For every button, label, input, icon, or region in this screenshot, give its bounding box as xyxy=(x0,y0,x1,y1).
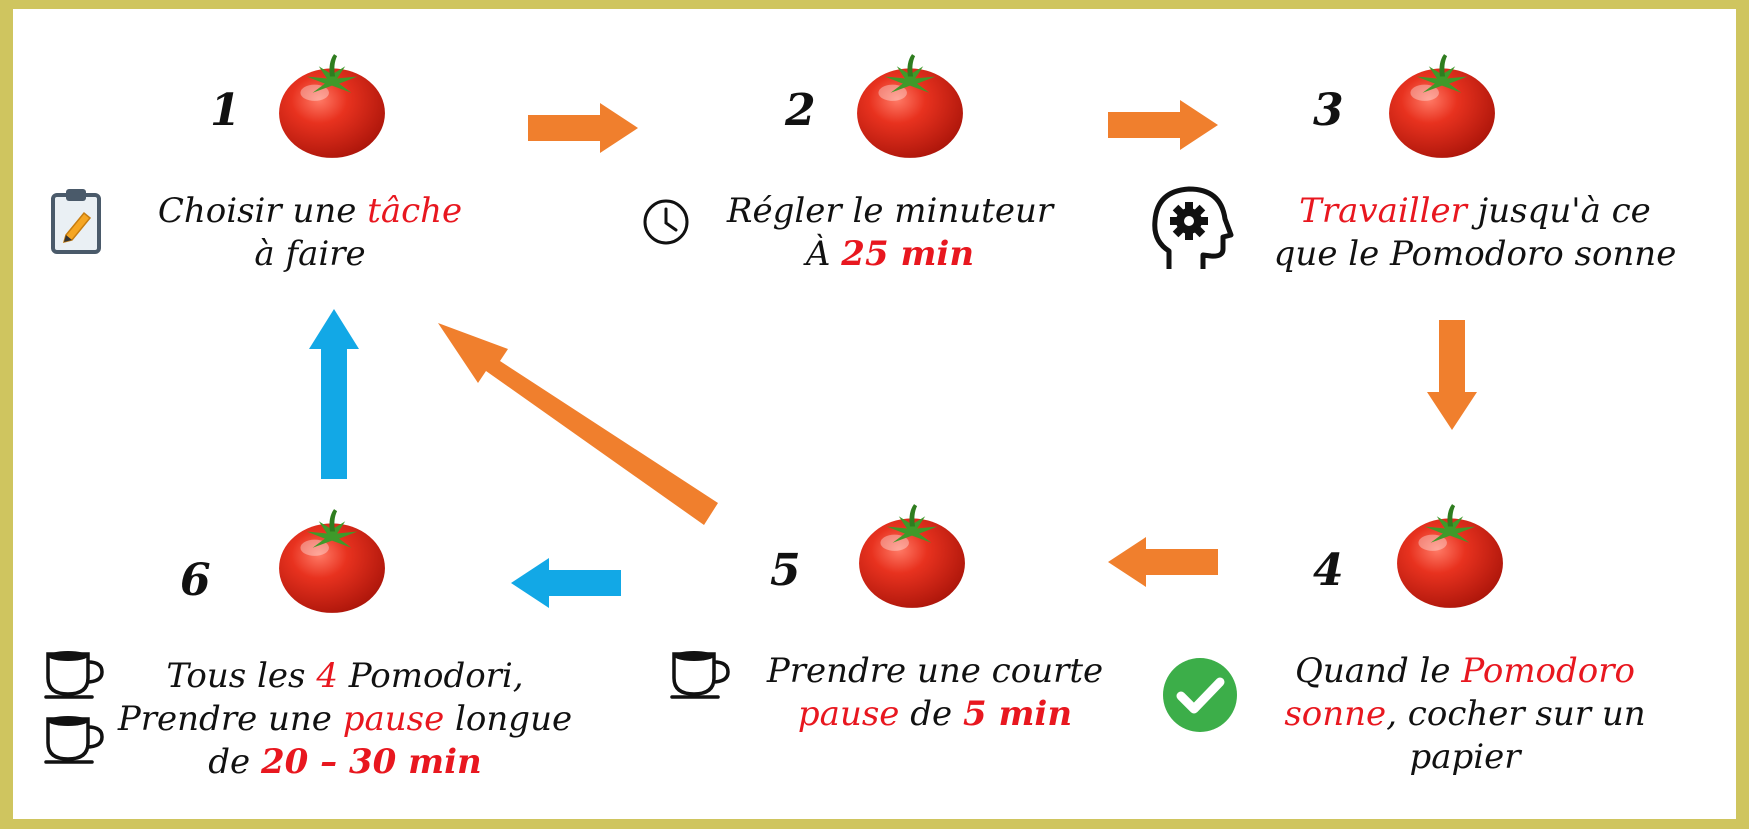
arrow-right-2-3 xyxy=(1108,100,1218,150)
check-circle-icon xyxy=(1163,658,1237,732)
step-4-number: 4 xyxy=(1313,545,1344,596)
tomato-2-icon xyxy=(854,52,966,159)
arrow-right-1-2 xyxy=(528,103,638,153)
step-5-label: Prendre une courte pause de 5 min xyxy=(766,651,1104,734)
step-1-number: 1 xyxy=(210,85,241,136)
tomato-6-icon xyxy=(276,507,388,614)
step-2-label: Régler le minuteur À 25 min xyxy=(726,191,1054,274)
coffee-cup-icon-6a xyxy=(44,648,108,700)
arrow-left-4-5 xyxy=(1108,537,1218,587)
clock-icon xyxy=(643,199,689,245)
step-3-number: 3 xyxy=(1313,85,1344,136)
step-6-label: Tous les 4 Pomodori, Prendre une pause l… xyxy=(117,656,573,782)
tomato-5-icon xyxy=(856,502,968,609)
tomato-3-icon xyxy=(1386,52,1498,159)
step-4-label: Quand le Pomodoro sonne, cocher sur un p… xyxy=(1284,651,1646,777)
tomato-4-icon xyxy=(1394,502,1506,609)
head-gear-icon xyxy=(1152,186,1234,269)
arrow-left-5-6 xyxy=(511,558,621,608)
coffee-cup-icon-6b xyxy=(44,713,108,765)
step-1-label: Choisir une tâche à faire xyxy=(157,191,463,274)
clipboard-icon xyxy=(51,189,101,254)
step-6-number: 6 xyxy=(180,555,211,606)
tomato-1-icon xyxy=(276,52,388,159)
step-5-number: 5 xyxy=(770,545,801,596)
arrow-diagonal-5-1 xyxy=(438,323,718,525)
coffee-cup-icon-5 xyxy=(670,648,734,700)
arrow-down-3-4 xyxy=(1427,320,1477,430)
step-2-number: 2 xyxy=(785,85,816,136)
arrow-up-6-1 xyxy=(309,309,359,479)
step-3-label: Travailler jusqu'à ce que le Pomodoro so… xyxy=(1273,191,1677,274)
